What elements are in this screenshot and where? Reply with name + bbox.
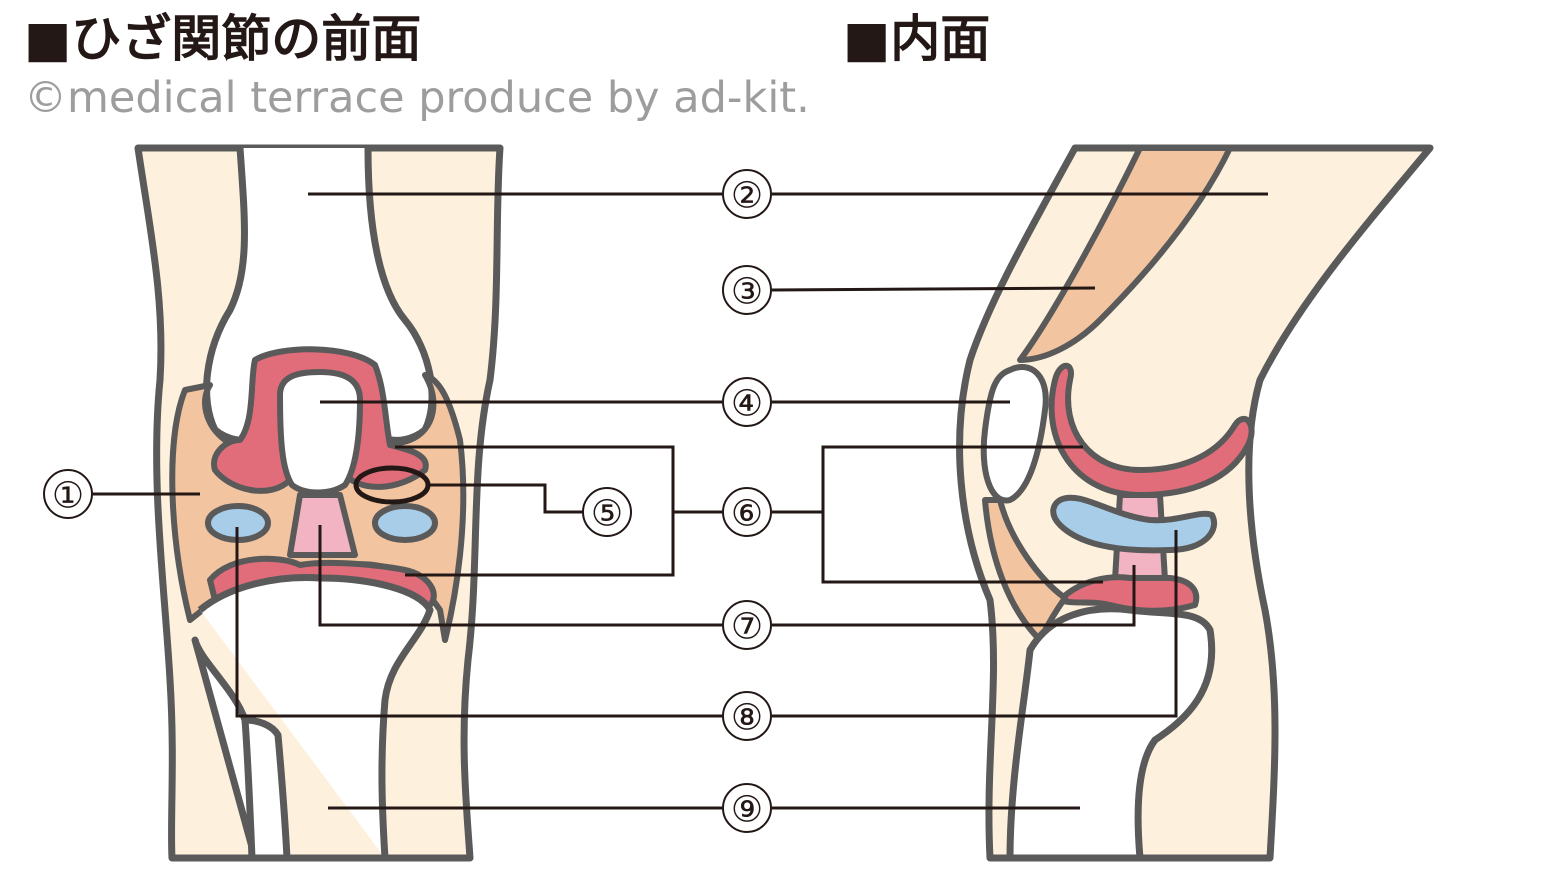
label-2-text: ②: [731, 176, 763, 217]
label-3: ③: [722, 265, 772, 315]
side-meniscus: [1050, 494, 1217, 554]
side-tibia: [1006, 605, 1216, 862]
side-patella: [980, 363, 1049, 504]
front-view-title: ■ひざ関節の前面: [24, 10, 422, 68]
label-8-text: ⑧: [731, 698, 763, 739]
side-tibia-cartilage: [1057, 574, 1200, 614]
label-6-text: ⑥: [731, 494, 763, 535]
leader-7-left: [318, 525, 722, 627]
number-labels: ① ② ③ ④ ⑤ ⑥ ⑦ ⑧ ⑨: [43, 169, 772, 833]
label-2: ②: [722, 169, 772, 219]
label-5: ⑤: [582, 487, 632, 537]
label-9: ⑨: [722, 783, 772, 833]
label-3-text: ③: [731, 272, 763, 313]
side-knee-illustration: [956, 144, 1434, 862]
label-8: ⑧: [722, 691, 772, 741]
copyright-notice: ©medical terrace produce by ad-kit.: [24, 73, 810, 123]
side-lower-muscle: [982, 497, 1068, 643]
front-fibula: [241, 716, 291, 862]
side-view-title: ■内面: [843, 10, 991, 68]
label-1-text: ①: [52, 476, 84, 517]
leader-lines: [92, 192, 1268, 810]
leader-8-right: [772, 530, 1178, 718]
label-4-text: ④: [731, 384, 763, 425]
leader-5: [428, 483, 582, 514]
front-knee-illustration: [134, 144, 504, 862]
label-6: ⑥: [722, 487, 772, 537]
label-5-text: ⑤: [591, 494, 623, 535]
leader-3: [771, 286, 1096, 292]
label-1: ①: [43, 469, 93, 519]
label-7-text: ⑦: [731, 607, 763, 648]
label-7: ⑦: [722, 600, 772, 650]
leader-7-right: [772, 565, 1136, 627]
label-4: ④: [722, 377, 772, 427]
leader-8-left: [235, 527, 722, 718]
front-meniscus-right: [372, 503, 438, 543]
side-quadriceps-muscle: [1017, 145, 1233, 363]
label-9-text: ⑨: [731, 790, 763, 831]
side-femur-cartilage: [1048, 362, 1255, 498]
front-cruciate-ligament: [287, 492, 358, 558]
front-patella-window: [277, 369, 363, 496]
leader-6-right: [821, 445, 1103, 584]
